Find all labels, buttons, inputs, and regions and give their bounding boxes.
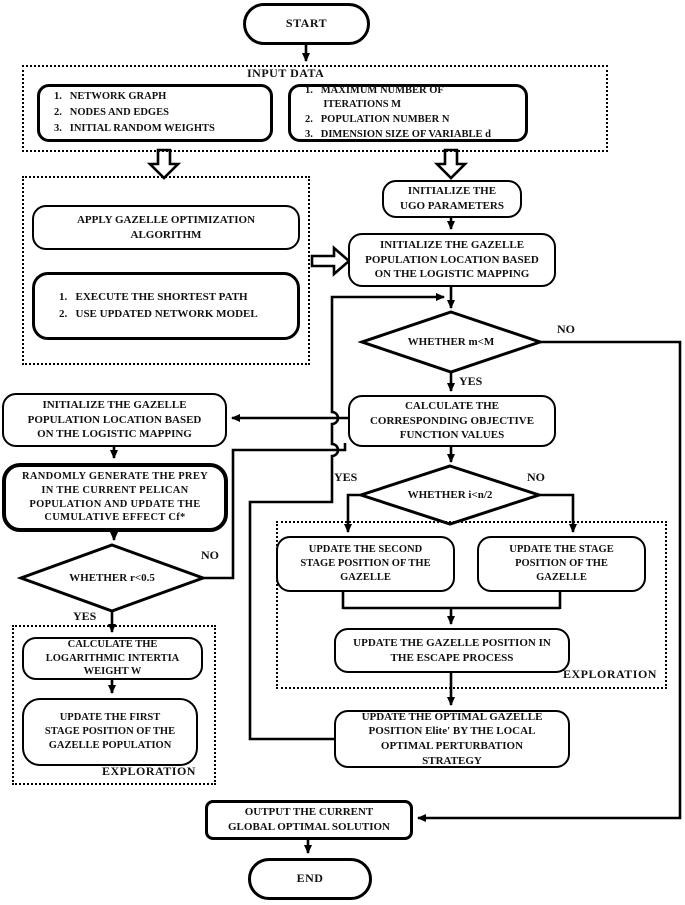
calc-log-inertia-label: CALCULATE THE LOGARITHMIC INTERTIA WEIGH… — [45, 638, 180, 678]
connector-m-no-output — [417, 340, 682, 822]
end-label: END — [296, 871, 324, 886]
exploration-left-region — [12, 625, 216, 785]
update-elite-box: UPDATE THE OPTIMAL GAZELLE POSITION Elit… — [334, 710, 570, 768]
exploration-left-label: EXPLORATION — [102, 764, 196, 778]
list-item: 2. USE UPDATED NETWORK MODEL — [59, 308, 258, 320]
start-label: START — [285, 16, 328, 31]
input-data-region — [22, 65, 608, 152]
update-stage-position-label: UPDATE THE STAGE POSITION OF THE GAZELLE — [509, 544, 614, 583]
update-escape-box: UPDATE THE GAZELLE POSITION IN THE ESCAP… — [334, 628, 570, 673]
init-ugo-label: INITIALIZE THE UGO PARAMETERS — [400, 185, 504, 212]
calc-log-inertia-box: CALCULATE THE LOGARITHMIC INTERTIA WEIGH… — [22, 637, 203, 680]
network-input-list: 1. NETWORK GRAPH 2. NODES AND EDGES 3. I… — [37, 84, 273, 142]
list-item: 1. NETWORK GRAPH — [54, 91, 167, 103]
parameter-input-list: 1. MAXIMUM NUMBER OF ITERATIONS M 2. POP… — [288, 84, 528, 142]
branch-no-label: NO — [557, 322, 575, 336]
calc-objective-label: CALCULATE THE CORRESPONDING OBJECTIVE FU… — [369, 400, 535, 442]
branch-yes-label: YES — [73, 609, 97, 623]
output-label: OUTPUT THE CURRENT GLOBAL OPTIMAL SOLUTI… — [228, 806, 390, 833]
decision-r-diamond — [16, 543, 208, 613]
connector-i-no-stage — [539, 493, 577, 533]
connector-elite-feedback-loop — [248, 293, 445, 741]
output-box: OUTPUT THE CURRENT GLOBAL OPTIMAL SOLUTI… — [205, 800, 413, 840]
branch-yes-label: YES — [334, 470, 358, 484]
update-first-stage-label: UPDATE THE FIRST STAGE POSITION OF THE G… — [44, 712, 176, 751]
update-escape-label: UPDATE THE GAZELLE POSITION IN THE ESCAP… — [353, 636, 551, 664]
input-data-title: INPUT DATA — [247, 66, 325, 80]
end-terminator: END — [248, 858, 372, 900]
exploration-right-label: EXPLORATION — [563, 667, 657, 681]
decision-m-label: WHETHER m<M — [407, 336, 495, 348]
exploration-right-region — [276, 521, 667, 689]
decision-i-label: WHETHER i<n/2 — [407, 489, 493, 501]
branch-no-label: NO — [201, 548, 219, 562]
init-gazelle-label: INITIALIZE THE GAZELLE POPULATION LOCATI… — [365, 239, 539, 281]
list-item: 2. NODES AND EDGES — [54, 107, 169, 119]
update-stage-position-box: UPDATE THE STAGE POSITION OF THE GAZELLE — [477, 536, 646, 592]
apply-gazelle-box: APPLY GAZELLE OPTIMIZATION ALGORITHM — [32, 205, 300, 250]
list-item: 3. DIMENSION SIZE OF VARIABLE d — [305, 128, 491, 140]
branch-no-label: NO — [527, 470, 545, 484]
random-prey-box: RANDOMLY GENERATE THE PREY IN THE CURREN… — [2, 463, 228, 532]
block-arrow-down-left-icon — [146, 148, 182, 180]
decision-r-label: WHETHER r<0.5 — [69, 572, 155, 584]
init-ugo-box: INITIALIZE THE UGO PARAMETERS — [382, 180, 522, 218]
list-item: 2. POPULATION NUMBER N — [305, 114, 450, 125]
calc-objective-box: CALCULATE THE CORRESPONDING OBJECTIVE FU… — [348, 395, 556, 447]
list-item: 1. MAXIMUM NUMBER OF ITERATIONS M — [305, 85, 444, 111]
decision-m-diamond — [357, 310, 545, 374]
update-elite-label: UPDATE THE OPTIMAL GAZELLE POSITION Elit… — [361, 710, 543, 767]
apply-gazelle-label: APPLY GAZELLE OPTIMIZATION ALGORITHM — [76, 213, 256, 241]
branch-yes-label: YES — [459, 374, 483, 388]
shortest-path-list: 1. EXECUTE THE SHORTEST PATH 2. USE UPDA… — [32, 272, 300, 340]
start-terminator: START — [243, 3, 370, 45]
init-gazelle-population-left-box: INITIALIZE THE GAZELLE POPULATION LOCATI… — [2, 393, 227, 447]
gazelle-algorithm-region — [22, 176, 310, 365]
init-gazelle-left-label: INITIALIZE THE GAZELLE POPULATION LOCATI… — [27, 399, 202, 441]
random-prey-label: RANDOMLY GENERATE THE PREY IN THE CURREN… — [21, 470, 209, 524]
update-second-stage-label: UPDATE THE SECOND STAGE POSITION OF THE … — [300, 544, 431, 583]
block-arrow-down-right-icon — [433, 148, 469, 180]
block-arrow-right-icon — [310, 245, 351, 277]
update-second-stage-box: UPDATE THE SECOND STAGE POSITION OF THE … — [276, 536, 455, 592]
list-item: 3. INITIAL RANDOM WEIGHTS — [54, 122, 215, 134]
decision-i-diamond — [356, 464, 544, 526]
connector-r-no-calc — [203, 443, 347, 580]
init-gazelle-population-box: INITIALIZE THE GAZELLE POPULATION LOCATI… — [348, 233, 556, 287]
update-first-stage-box: UPDATE THE FIRST STAGE POSITION OF THE G… — [22, 698, 198, 766]
list-item: 1. EXECUTE THE SHORTEST PATH — [59, 291, 248, 304]
